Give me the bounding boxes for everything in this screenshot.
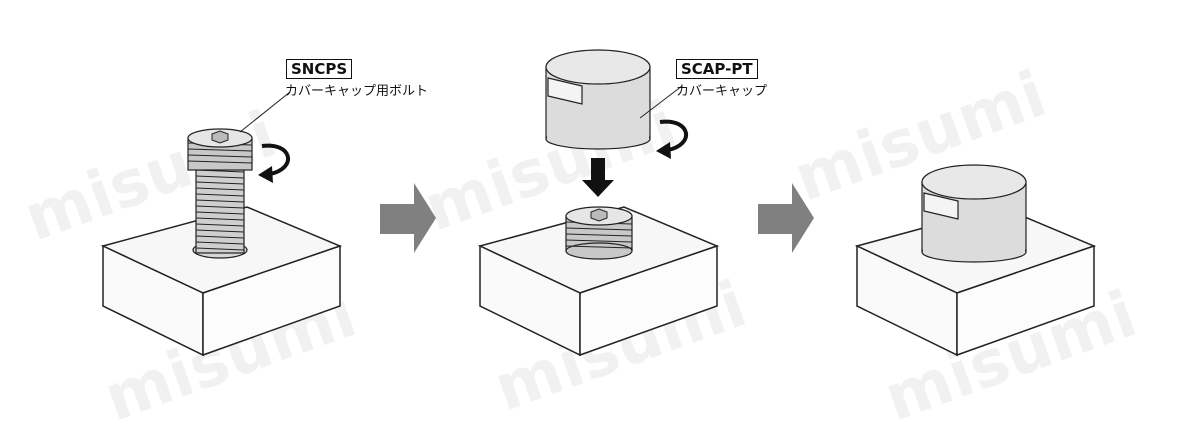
down-arrow-icon	[582, 158, 614, 197]
part-desc-label: カバーキャップ用ボルト	[285, 84, 429, 99]
rotate-arrow-icon	[656, 119, 688, 159]
rotate-arrow-icon	[258, 143, 290, 183]
bolt-icon	[187, 128, 253, 254]
cover-cap-icon	[545, 49, 651, 150]
assembled-cap-icon	[921, 164, 1027, 263]
leader-line	[239, 91, 291, 133]
part-code-label: SNCPS	[286, 59, 353, 79]
next-arrow-icon	[380, 183, 436, 253]
leader-line	[639, 85, 683, 119]
next-arrow-icon	[758, 183, 814, 253]
assembly-diagram: misumi misumi misumi misumi misumi misum…	[15, 49, 1146, 436]
part-code-label: SCAP-PT	[676, 59, 758, 79]
diagram-graphics	[100, 49, 1097, 357]
part-desc-label: カバーキャップ	[676, 84, 768, 99]
set-screw-icon	[565, 206, 633, 260]
